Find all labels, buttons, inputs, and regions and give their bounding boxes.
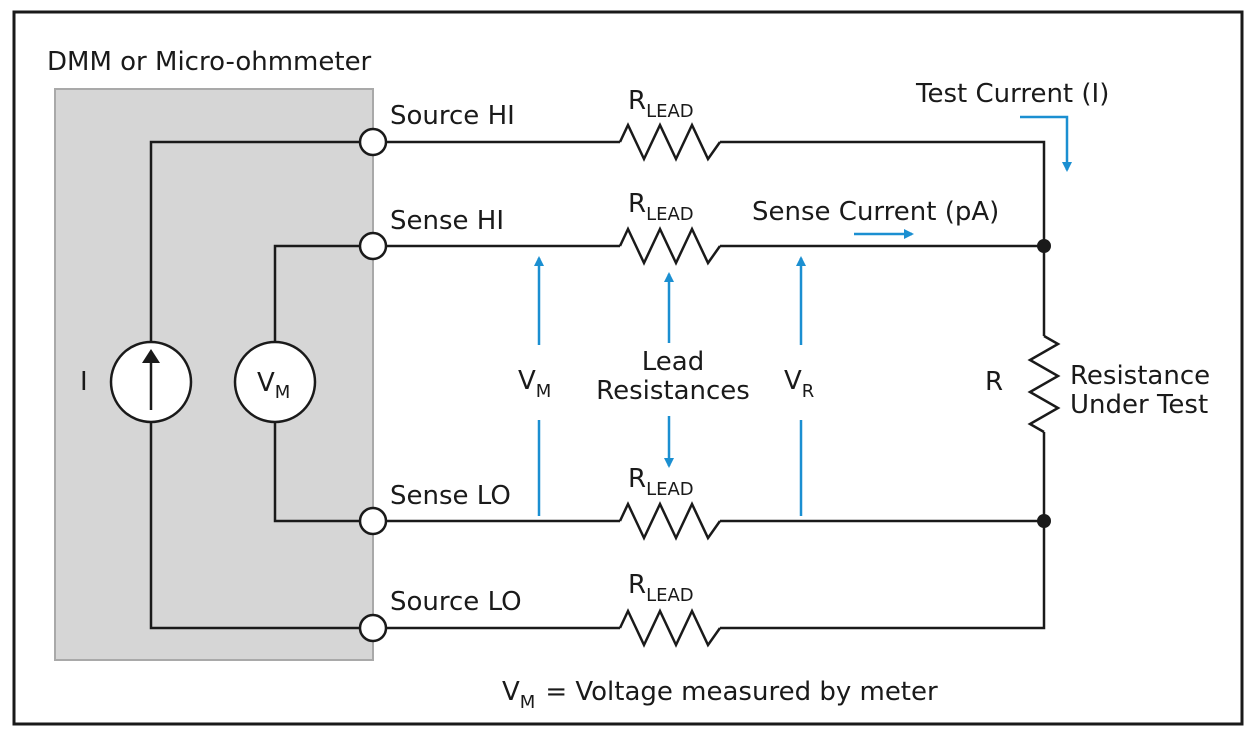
lead-label-4: RLEAD: [628, 570, 694, 606]
legend-line1: VM = Voltage measured by meter: [502, 677, 938, 713]
vm-label-sub: M: [536, 381, 552, 402]
lead-label-3-main: R: [628, 464, 646, 494]
legend-line2-clipped: V = Voltage across resistor (R): [502, 719, 899, 740]
sense-current-label: Sense Current (pA): [752, 197, 999, 227]
dut-label-line2: Under Test: [1070, 390, 1208, 420]
lead-resistor-3: [618, 501, 722, 541]
dut-label-line1: Resistance: [1070, 361, 1210, 391]
sense-lo-internal-wire: [273, 422, 373, 523]
vr-label-main: V: [784, 366, 802, 396]
lead-resistor-2: [618, 226, 722, 266]
lead-label-2-sub: LEAD: [646, 204, 694, 225]
lead-label-1-main: R: [628, 86, 646, 116]
lead-resistances-line1: Lead: [642, 347, 704, 377]
meter-title: DMM or Micro-ohmmeter: [47, 47, 372, 77]
voltmeter-label-main: V: [257, 368, 275, 398]
test-current-label: Test Current (I): [915, 79, 1109, 109]
vr-label-sub: R: [802, 381, 815, 402]
source-lo-lead-wire: [387, 521, 1046, 630]
sense-hi-internal-wire: [273, 244, 373, 342]
source-hi-label: Source HI: [390, 101, 515, 131]
sense-hi-junction: [1037, 239, 1051, 253]
source-hi-terminal: [358, 127, 388, 157]
figure-frame: [12, 10, 1244, 726]
dut-symbol-label: R: [985, 367, 1003, 397]
sense-hi-label: Sense HI: [390, 206, 504, 236]
lead-label-3: RLEAD: [628, 464, 694, 500]
current-source-label: I: [80, 367, 88, 397]
resistance-under-test-symbol: [1027, 334, 1061, 434]
legend-line1-sub: M: [520, 692, 536, 713]
legend-line2: V = Voltage across resistor (R): [502, 719, 899, 740]
lead-resistor-1: [618, 122, 722, 162]
sense-hi-terminal: [358, 231, 388, 261]
voltmeter-label-sub: M: [275, 382, 291, 403]
vm-label: VM: [518, 366, 551, 402]
lead-label-1-sub: LEAD: [646, 101, 694, 122]
source-lo-terminal: [358, 613, 388, 643]
vr-label: VR: [784, 366, 814, 402]
sense-lo-terminal: [358, 506, 388, 536]
legend-line1-text: = Voltage measured by meter: [545, 677, 938, 707]
lead-label-4-main: R: [628, 570, 646, 600]
sense-lo-label: Sense LO: [390, 481, 511, 511]
lead-label-3-sub: LEAD: [646, 479, 694, 500]
source-hi-internal-wire: [149, 140, 373, 342]
sense-lo-junction: [1037, 514, 1051, 528]
vm-label-main: V: [518, 366, 536, 396]
lead-resistor-4: [618, 608, 722, 648]
meter-box: [54, 88, 374, 661]
source-lo-label: Source LO: [390, 587, 522, 617]
source-lo-internal-wire: [149, 422, 373, 630]
legend-line1-main: V: [502, 677, 520, 707]
lead-label-2-main: R: [628, 189, 646, 219]
voltmeter-symbol: [233, 340, 317, 424]
lead-resistances-line2: Resistances: [596, 376, 750, 406]
voltmeter-label: VM: [257, 368, 290, 403]
lead-label-4-sub: LEAD: [646, 585, 694, 606]
lead-label-2: RLEAD: [628, 189, 694, 225]
lead-label-1: RLEAD: [628, 86, 694, 122]
test-current-arrow: [1020, 115, 1072, 172]
source-hi-lead-wire: [387, 140, 1046, 246]
